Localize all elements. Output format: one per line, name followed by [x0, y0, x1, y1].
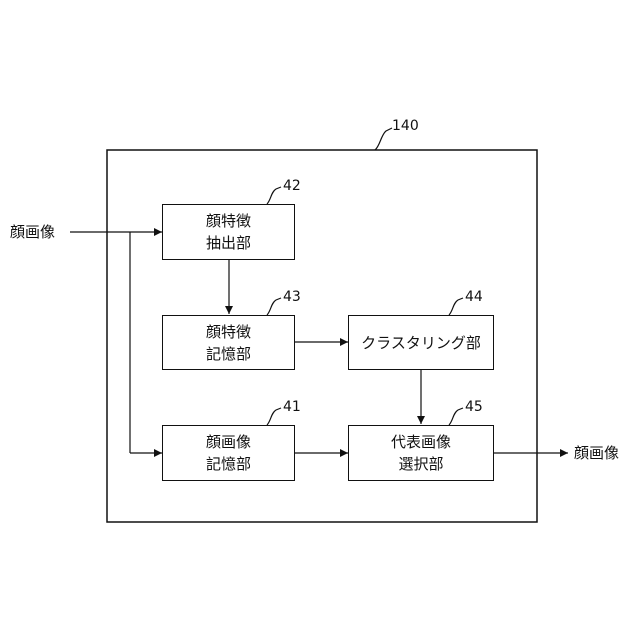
ref-label-140: 140 [392, 118, 419, 134]
leader-41 [267, 408, 281, 425]
image-storage-line1: 顔画像 [206, 431, 251, 453]
image-storage-block: 顔画像 記憶部 [162, 425, 295, 481]
ref-label-42: 42 [283, 178, 301, 194]
leader-42 [267, 187, 281, 204]
input-label: 顔画像 [10, 223, 55, 241]
leader-44 [449, 298, 463, 315]
representative-selection-line1: 代表画像 [391, 431, 451, 453]
feature-extraction-line2: 抽出部 [206, 232, 251, 254]
feature-extraction-line1: 顔特徴 [206, 210, 251, 232]
leader-140 [375, 128, 392, 150]
clustering-line1: クラスタリング部 [361, 332, 481, 354]
leader-43 [267, 298, 281, 315]
leader-45 [449, 408, 463, 425]
representative-selection-block: 代表画像 選択部 [348, 425, 494, 481]
image-storage-line2: 記憶部 [206, 453, 251, 475]
ref-label-44: 44 [465, 289, 483, 305]
clustering-block: クラスタリング部 [348, 315, 494, 370]
output-label: 顔画像 [574, 444, 619, 462]
ref-label-43: 43 [283, 289, 301, 305]
feature-extraction-block: 顔特徴 抽出部 [162, 204, 295, 260]
feature-storage-line2: 記憶部 [206, 343, 251, 365]
representative-selection-line2: 選択部 [398, 453, 443, 475]
ref-label-45: 45 [465, 399, 483, 415]
feature-storage-line1: 顔特徴 [206, 321, 251, 343]
feature-storage-block: 顔特徴 記憶部 [162, 315, 295, 370]
ref-label-41: 41 [283, 399, 301, 415]
